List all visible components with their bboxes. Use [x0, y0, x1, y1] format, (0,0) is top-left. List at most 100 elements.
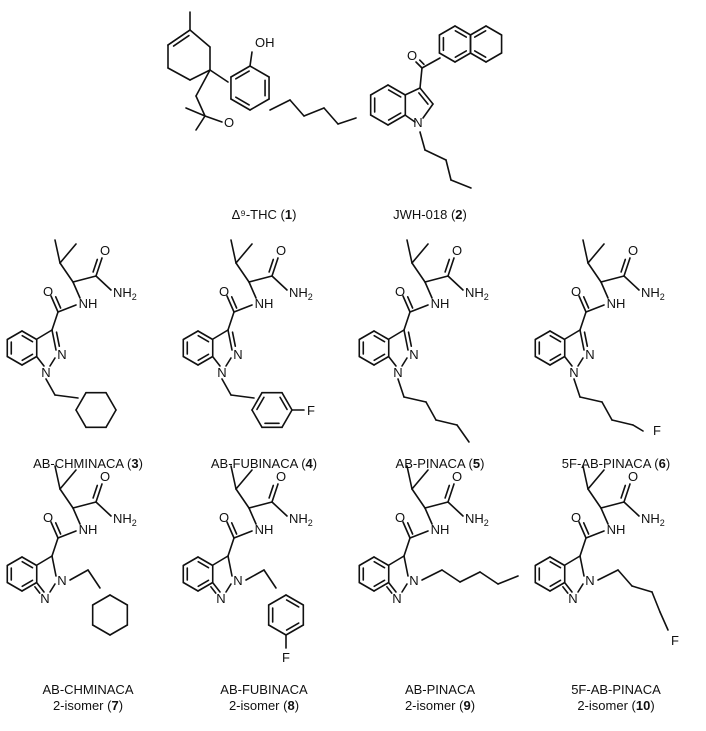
benzene-ring-bond — [373, 355, 390, 366]
isopropyl-bond — [582, 239, 589, 264]
fluoropentyl-chain-bond — [597, 569, 619, 581]
naphthalene-ring-a-bond — [438, 52, 456, 63]
atom-label-nh: NH — [255, 296, 274, 311]
compound-number: 9 — [463, 698, 471, 713]
carbonyl-bond-double — [582, 521, 590, 535]
fluorophenyl-ring-double-bond — [256, 396, 265, 411]
gem-methyl-bond — [185, 107, 206, 117]
atom-label-n: N — [413, 115, 422, 130]
amide-bond — [409, 530, 429, 539]
benzene-ring-bond — [358, 330, 375, 341]
benzene-ring-bond — [197, 330, 214, 341]
alpha-bond — [424, 507, 433, 525]
atom-label-o: O — [276, 243, 286, 258]
atom-label-n1: N — [40, 591, 49, 606]
caption-compound-5: AB-PINACA (5) — [395, 456, 485, 471]
aromatic-ring-double-bond — [235, 96, 250, 106]
atom-label-o: O — [571, 284, 581, 299]
pyrrole-bond-double — [418, 92, 429, 105]
benzene-ring-bond — [549, 581, 566, 592]
alpha-bond — [424, 281, 433, 299]
carbonyl-bond — [50, 295, 59, 313]
amide-bond — [57, 530, 77, 539]
pyrazole-bond — [212, 555, 229, 566]
compound-isomer: 2-isomer — [577, 698, 628, 713]
fluorophenyl-ring-double-bond — [285, 599, 300, 608]
pyrazole-bond — [388, 329, 405, 340]
fluorophenyl-ring-double-bond — [285, 622, 300, 631]
pyrazole-bond — [577, 357, 584, 367]
pyrazole-bond — [401, 357, 408, 367]
carbonyl-bond — [623, 483, 631, 503]
benzene-ring-double-bond — [549, 334, 562, 343]
alpha-bond — [72, 281, 81, 299]
pyrazole-bond-double — [407, 331, 413, 348]
benzene-ring-bond — [182, 330, 199, 341]
carbonyl-bond-double — [444, 484, 451, 499]
carbonyl-bond-double — [406, 521, 414, 535]
atom-label-nh2: NH2 — [641, 511, 665, 528]
benzene-ring-bond — [549, 556, 566, 567]
cyclohexane-ring-bond — [75, 409, 87, 429]
compound-name: AB-FUBINACA — [220, 682, 308, 697]
naphthalene-ring-b-double-bond — [473, 30, 487, 38]
fluorophenyl-ring-bond — [281, 391, 293, 411]
carbonyl-bond — [447, 257, 455, 277]
indole-benzene-ring-bond — [387, 114, 407, 126]
cyclohexane-ring-bond — [105, 391, 117, 411]
isopropyl-bond — [235, 469, 253, 490]
methylene-bond — [69, 569, 89, 581]
amide-bond — [271, 275, 288, 291]
atom-label-o: O — [100, 243, 110, 258]
fluoropentyl-chain-bond — [573, 378, 581, 398]
alpha-bond — [248, 507, 257, 525]
pyrazole-bond — [49, 583, 56, 593]
pyrrole-bond — [404, 87, 421, 96]
atom-label-nh2: NH2 — [113, 285, 137, 302]
carbonyl-bond-double — [54, 295, 62, 309]
fluoropentyl-chain-bond — [601, 401, 613, 421]
compound-isomer: 2-isomer — [404, 698, 456, 713]
atom-label-n2: N — [233, 347, 242, 362]
isopropyl-bond — [406, 465, 413, 490]
benzene-ring-bond — [549, 355, 566, 366]
atom-label-n2: N — [57, 347, 66, 362]
pyrazole-bond — [388, 555, 405, 566]
fluorophenyl-ring-double-bond — [279, 396, 288, 411]
alpha-bond — [248, 281, 257, 299]
pyrazole-bond — [403, 555, 409, 577]
isopropyl-bond — [54, 465, 61, 490]
alpha-bond — [72, 275, 97, 283]
pyrazole-bond — [388, 356, 397, 367]
carbonyl-bond — [578, 295, 587, 313]
atom-label-nh: NH — [255, 522, 274, 537]
carbonyl-bond-double — [620, 484, 627, 499]
compound-number: 1 — [284, 207, 293, 222]
fluoropentyl-chain-bond — [579, 396, 603, 403]
pyrazole-bond — [225, 357, 232, 367]
compound-number: 8 — [287, 698, 295, 713]
methylene-bond — [45, 378, 56, 396]
benzene-ring-bond — [534, 556, 551, 567]
fluorophenyl-ring-bond — [281, 409, 293, 429]
pyrazole-bond — [51, 329, 57, 351]
pyrazole-bond — [49, 357, 56, 367]
carbonyl-bond — [623, 257, 631, 277]
pyrazole-bond — [36, 555, 53, 566]
amide-bond — [233, 530, 253, 539]
methylene-bond — [221, 378, 232, 396]
carbonyl-bond — [421, 57, 441, 69]
pentyl-chain-bond — [421, 569, 443, 581]
pentyl-chain-bond — [479, 571, 499, 585]
atom-label-f: F — [671, 633, 679, 648]
carbonyl-bond — [226, 521, 235, 539]
methylene-bond — [263, 569, 277, 589]
amide-bond — [51, 537, 59, 557]
pyrazole-bond — [564, 555, 581, 566]
atom-label-nh: NH — [79, 522, 98, 537]
isopropyl-bond — [54, 239, 61, 264]
